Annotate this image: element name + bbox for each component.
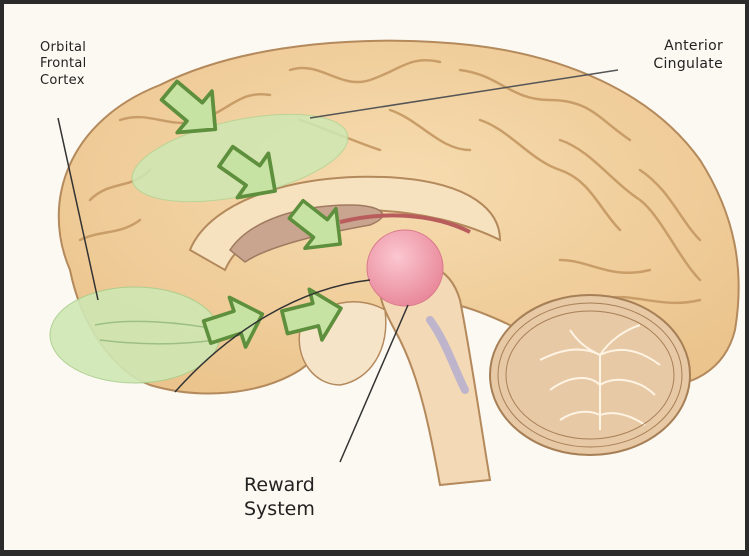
anterior-cingulate-label-line2: Cingulate <box>653 56 723 74</box>
orbital-frontal-cortex-label: Orbital Frontal Cortex <box>40 40 87 89</box>
anterior-cingulate-label-line1: Anterior <box>653 38 723 56</box>
reward-system-label-line1: Reward <box>244 474 315 498</box>
reward-system-label-line2: System <box>244 498 315 522</box>
cerebellum <box>490 295 690 455</box>
orbital-frontal-cortex-label-line3: Cortex <box>40 73 87 89</box>
reward-system-sphere <box>367 230 443 306</box>
anterior-cingulate-label: Anterior Cingulate <box>653 38 723 73</box>
orbital-frontal-cortex-label-line1: Orbital <box>40 40 87 56</box>
orbital-frontal-region <box>50 287 220 383</box>
reward-system-label: Reward System <box>244 474 315 522</box>
orbital-frontal-cortex-label-line2: Frontal <box>40 56 87 72</box>
